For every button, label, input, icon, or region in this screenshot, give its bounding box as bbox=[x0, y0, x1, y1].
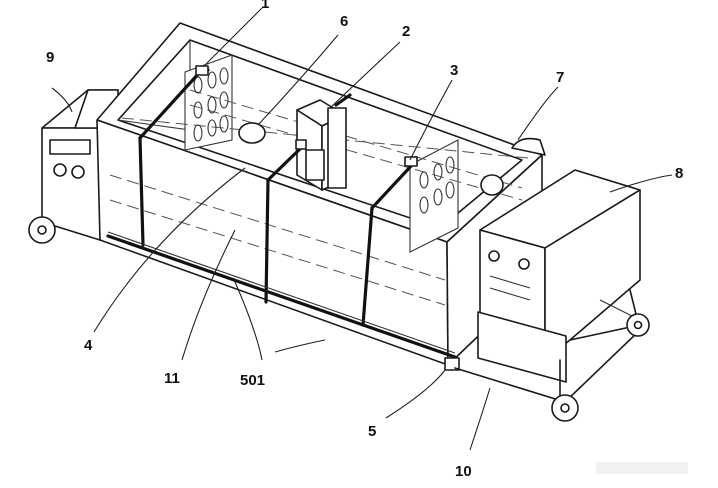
callout-10: 10 bbox=[455, 463, 472, 480]
right-cabinet bbox=[477, 169, 641, 383]
callout-9: 9 bbox=[46, 49, 54, 66]
clamp-1 bbox=[195, 65, 209, 76]
callout-5: 5 bbox=[368, 423, 376, 440]
callout-501: 501 bbox=[240, 372, 265, 389]
callout-6: 6 bbox=[340, 13, 348, 30]
left-plate-holes bbox=[193, 67, 229, 142]
bottom-rail bbox=[106, 231, 460, 371]
callout-4: 4 bbox=[84, 337, 93, 354]
left-wheel bbox=[28, 216, 56, 244]
control-knob-right bbox=[71, 165, 85, 179]
central-mechanism bbox=[296, 99, 347, 191]
cabinet-knob-2 bbox=[518, 258, 530, 270]
rear-fitting bbox=[511, 137, 546, 156]
callout-2: 2 bbox=[402, 23, 410, 40]
hanging-bars bbox=[138, 68, 414, 327]
watermark bbox=[596, 462, 688, 474]
callout-7: 7 bbox=[556, 69, 564, 86]
outlet-port bbox=[480, 174, 504, 196]
right-plate-holes bbox=[419, 156, 455, 214]
callout-1: 1 bbox=[261, 0, 269, 12]
right-wheel-back bbox=[626, 313, 650, 337]
main-tank bbox=[96, 22, 543, 366]
cabinet-knob-1 bbox=[488, 250, 500, 262]
callout-8: 8 bbox=[675, 165, 683, 182]
leader-lines bbox=[51, 7, 673, 451]
control-display bbox=[49, 139, 91, 155]
cart-frame bbox=[454, 289, 641, 403]
inlet-port bbox=[238, 122, 266, 144]
callout-3: 3 bbox=[450, 62, 458, 79]
clamp-center bbox=[295, 139, 307, 150]
callout-11: 11 bbox=[164, 370, 180, 387]
right-wheel-front bbox=[551, 394, 579, 422]
control-knob-left bbox=[53, 163, 67, 177]
